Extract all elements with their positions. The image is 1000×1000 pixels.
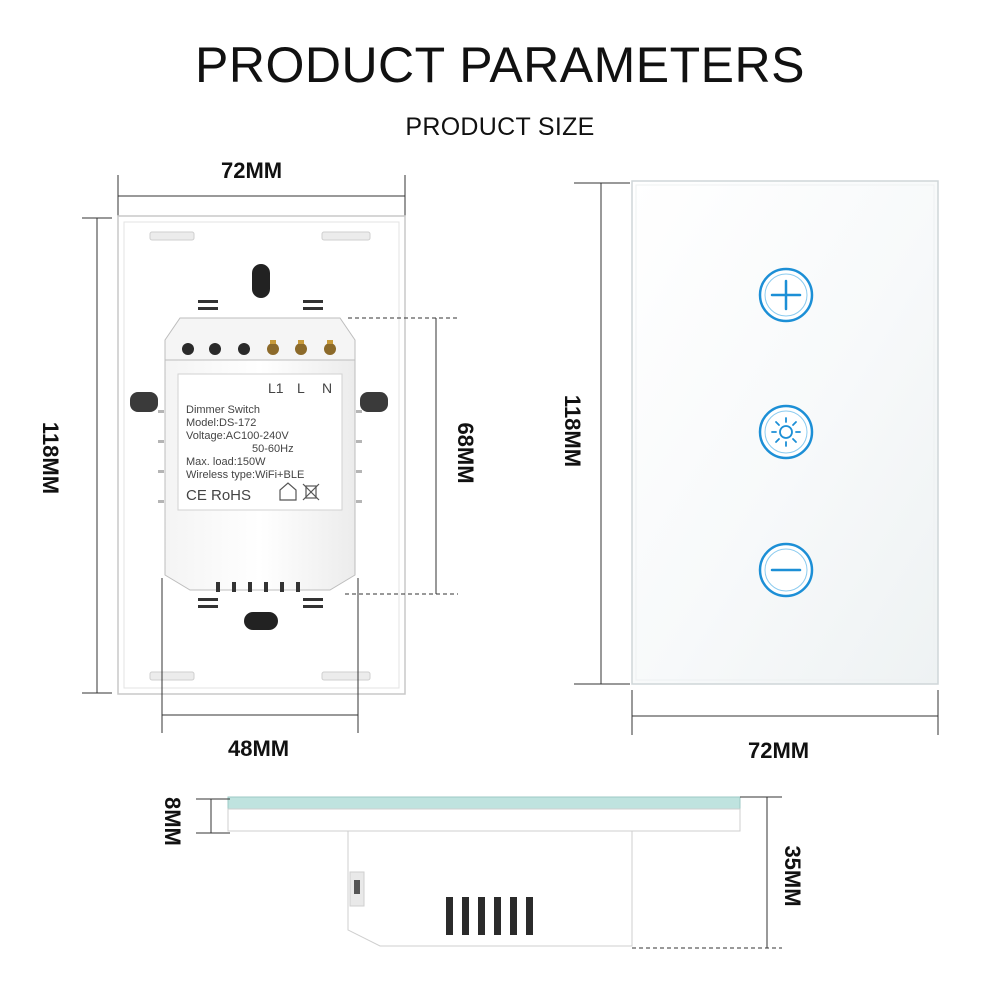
brightness-up-button[interactable] [758,267,814,323]
side-glass-layer [227,796,741,810]
wheelie-bin-icon [302,483,320,501]
box-width-dimension [161,578,359,733]
label-line-1: Dimmer Switch [186,404,260,416]
certification-marks: CE RoHS [186,487,251,504]
terminal-l-label: L [297,380,305,396]
terminal-n-label: N [322,380,332,396]
box-height-dimension [345,317,458,595]
back-width-dimension [117,175,406,218]
terminal-screws [182,340,336,355]
side-frame [227,808,741,832]
plus-icon [770,279,802,311]
front-width-dimension [631,690,939,735]
depth-dimension [632,796,782,949]
back-width-label: 72MM [221,158,283,183]
side-vents [446,897,533,935]
front-view [574,180,939,735]
side-view [196,796,782,949]
page-title: PRODUCT PARAMETERS [194,37,805,93]
brightness-down-button[interactable] [758,542,814,598]
bottom-screw-slot [244,612,278,630]
front-height-dimension [574,182,630,685]
label-line-3: Voltage:AC100-240V [186,430,289,442]
side-body [347,830,633,947]
brightness-icon [771,417,801,447]
label-line-6: Wireless type:WiFi+BLE [186,469,304,481]
on-off-button[interactable] [758,404,814,460]
front-width-label: 72MM [748,738,810,763]
back-view: L1 L N Dimmer Switch Model:DS-172 Voltag… [82,175,458,733]
back-height-dimension [82,217,112,694]
label-line-2: Model:DS-172 [186,417,256,429]
top-screw-slot [252,264,270,298]
glass-thickness-dimension [196,798,230,834]
box-width-label: 48MM [228,736,290,761]
terminal-l1-label: L1 [268,380,284,396]
product-label-sticker [177,373,343,511]
label-line-4: 50-60Hz [252,443,294,455]
label-line-5: Max. load:150W [186,456,266,468]
page-subtitle: PRODUCT SIZE [405,113,595,141]
house-icon [279,482,297,501]
